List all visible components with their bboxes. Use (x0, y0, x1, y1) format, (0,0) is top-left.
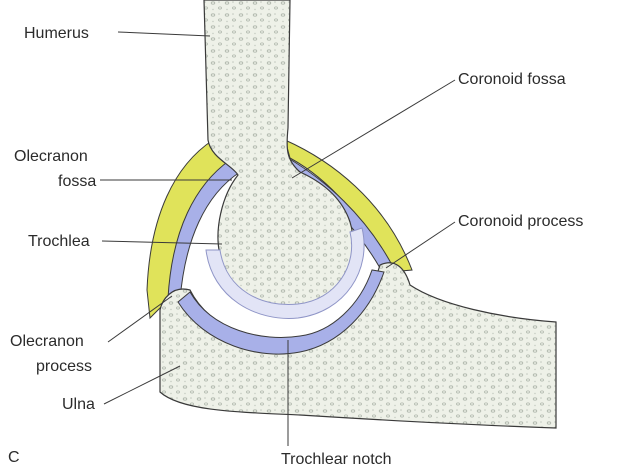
leader-humerus (118, 32, 210, 36)
label-olecranon-fossa-line2: fossa (58, 173, 96, 190)
leader-coronoid-fossa (292, 80, 455, 178)
label-olecranon-process-line2: process (36, 358, 92, 375)
figure-letter: C (8, 449, 20, 466)
label-olecranon-process-line1: Olecranon (10, 333, 84, 350)
label-coronoid-fossa: Coronoid fossa (458, 71, 566, 88)
label-trochlear-notch: Trochlear notch (281, 451, 392, 468)
label-humerus: Humerus (24, 25, 89, 42)
label-ulna: Ulna (62, 396, 95, 413)
label-olecranon-fossa-line1: Olecranon (14, 148, 88, 165)
label-trochlea: Trochlea (28, 233, 90, 250)
humerus (204, 0, 353, 307)
label-coronoid-process: Coronoid process (458, 213, 583, 230)
ulna (160, 263, 556, 428)
